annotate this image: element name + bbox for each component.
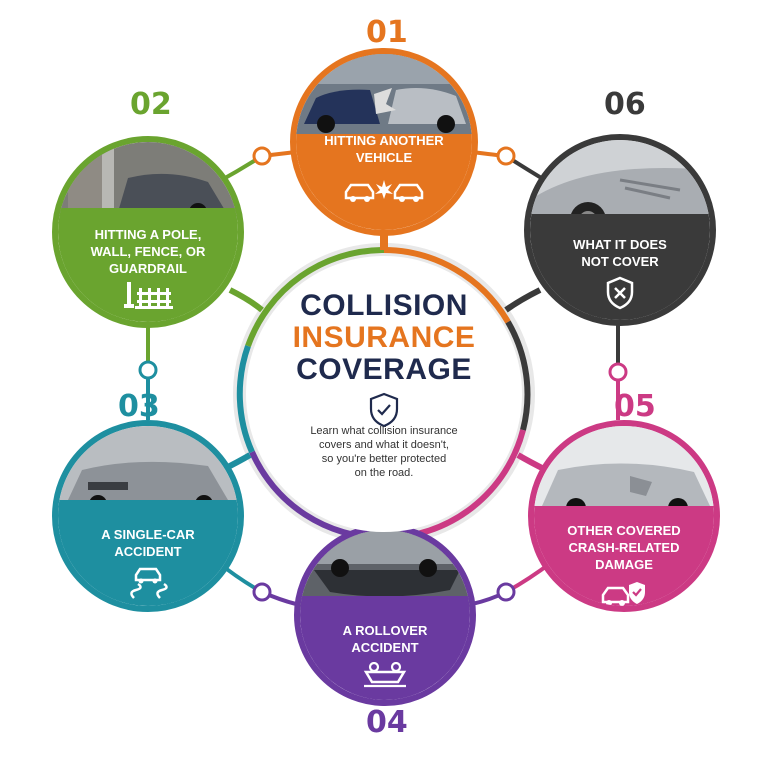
node-what-it-does-not-cover: WHAT IT DOES NOT COVER xyxy=(524,134,716,326)
car-shield-check-icon xyxy=(601,582,645,606)
damage-photo xyxy=(530,140,710,226)
skidding-car-icon xyxy=(130,567,168,599)
title-line-2: INSURANCE xyxy=(292,321,476,354)
crash-photo xyxy=(58,142,238,220)
title-line-1: COLLISION xyxy=(300,289,468,322)
center-title-circle: COLLISION INSURANCE COVERAGE xyxy=(246,256,522,532)
damage-photo xyxy=(534,426,714,518)
two-cars-collision-icon xyxy=(344,180,424,202)
item-number-01: 01 xyxy=(366,15,408,50)
connector-dot xyxy=(138,360,158,380)
connector-dot xyxy=(608,362,628,382)
connector-dot xyxy=(252,146,272,166)
crash-photo xyxy=(296,54,472,134)
item-number-06: 06 xyxy=(604,87,646,122)
ring-seg-teal xyxy=(236,345,255,454)
item-number-05: 05 xyxy=(614,389,656,424)
node-hitting-pole-wall: HITTING A POLE, WALL, FENCE, OR GUARDRAI… xyxy=(52,136,244,328)
item-label: A SINGLE-CAR ACCIDENT xyxy=(101,527,195,559)
item-label: A ROLLOVER ACCIDENT xyxy=(342,623,428,655)
shield-check-icon xyxy=(369,392,399,428)
node-hitting-another-vehicle: HITTING ANOTHER VEHICLE xyxy=(290,48,478,236)
connector-dot xyxy=(496,146,516,166)
title-line-3: COVERAGE xyxy=(296,353,472,386)
item-label: OTHER COVERED CRASH-RELATED DAMAGE xyxy=(567,523,681,572)
overturned-car-icon xyxy=(363,662,407,688)
ring-seg-green xyxy=(245,246,385,348)
node-rollover-accident: A ROLLOVER ACCIDENT xyxy=(294,524,476,706)
fence-pole-icon xyxy=(124,282,173,309)
item-number-04: 04 xyxy=(366,705,408,740)
item-label: WHAT IT DOES NOT COVER xyxy=(573,237,667,269)
connector-dot xyxy=(496,582,516,602)
center-description: Learn what collision insurance covers an… xyxy=(310,425,458,479)
item-label: HITTING ANOTHER VEHICLE xyxy=(324,133,444,165)
node-other-covered-damage: OTHER COVERED CRASH-RELATED DAMAGE xyxy=(528,420,720,612)
ring-seg-dark xyxy=(505,320,531,431)
ring-seg-orange xyxy=(383,247,511,324)
item-number-03: 03 xyxy=(118,389,160,424)
item-label: HITTING A POLE, WALL, FENCE, OR GUARDRAI… xyxy=(90,227,206,276)
connector-dot xyxy=(252,582,272,602)
item-number-02: 02 xyxy=(130,87,172,122)
shield-x-icon xyxy=(606,276,634,310)
node-single-car-accident: A SINGLE-CAR ACCIDENT xyxy=(52,420,244,612)
